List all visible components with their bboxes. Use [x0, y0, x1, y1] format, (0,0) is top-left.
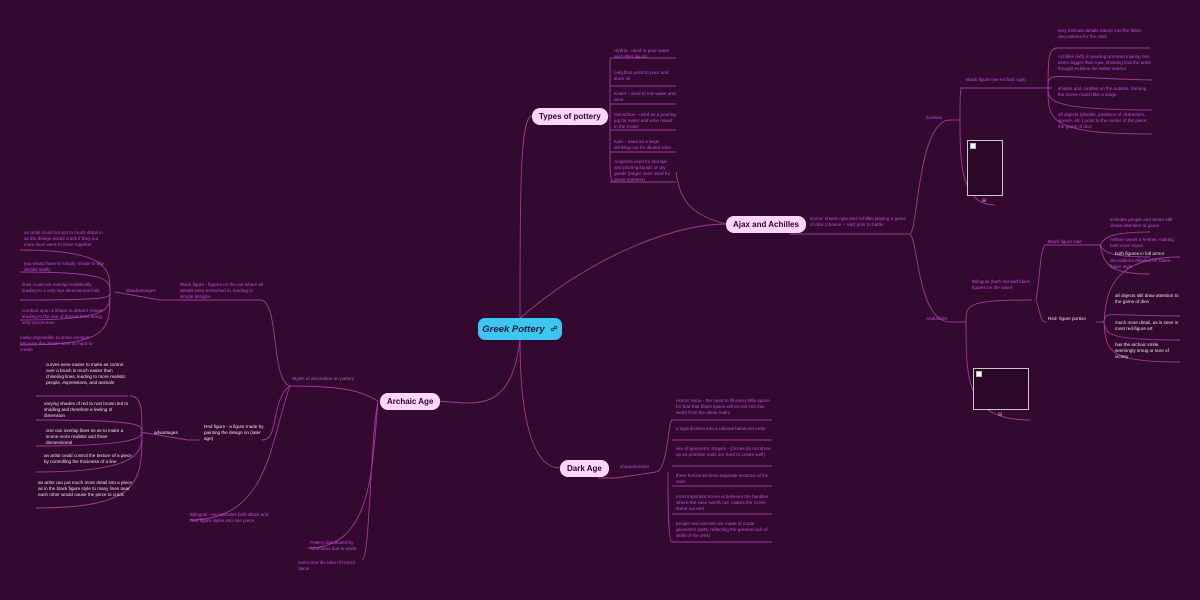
- disadvantage-item[interactable]: lines could not overlap realistically, l…: [22, 282, 100, 293]
- disadvantage-item[interactable]: you would have to simply, ornate in tiny…: [24, 261, 104, 272]
- black-side-item[interactable]: decorations detailed for black-figure st…: [1110, 258, 1172, 269]
- advantage-item[interactable]: an artist can put much more detail into …: [38, 480, 132, 497]
- dark-item[interactable]: three horizontal lines separate sections…: [676, 473, 769, 484]
- red-portion-item[interactable]: much more detail, as is seen in most red…: [1115, 320, 1179, 331]
- topic-ajax-and-achilles[interactable]: Ajax and Achilles: [726, 216, 806, 233]
- exekias-node[interactable]: Exekias: [926, 115, 943, 120]
- styles-of-decoration-node[interactable]: Styles of decoration on pottery: [292, 376, 355, 381]
- black-figure-item[interactable]: all objects (shields, positions of chara…: [1058, 112, 1148, 129]
- disadvantage-item[interactable]: combed upon a shape to detail it meant l…: [22, 308, 103, 325]
- bilingual-vase-node[interactable]: Bilingual (both red and black figures on…: [972, 279, 1030, 290]
- disadvantages-node[interactable]: disadvantages: [126, 288, 156, 293]
- type-item-oenochoe[interactable]: Oenochoe - used as a pouring jug for wat…: [614, 112, 676, 129]
- black-figure-item[interactable]: shields and candles on the outside, fram…: [1058, 86, 1147, 97]
- andokides-node[interactable]: Andokides: [926, 316, 948, 321]
- advantage-item[interactable]: one can overlap lines so as to make a sc…: [46, 428, 124, 445]
- red-figure-portion-node[interactable]: Red- figure portion: [1048, 316, 1087, 321]
- dark-characteristics-node[interactable]: characteristics: [620, 464, 650, 469]
- image-icon[interactable]: ⛁: [998, 412, 1003, 418]
- type-item-hydria[interactable]: Hydria - used to pour water and other li…: [614, 48, 670, 59]
- black-side-item[interactable]: includes people and armor still draws at…: [1110, 217, 1173, 228]
- disadvantage-item[interactable]: easily impossible to show emotion becaus…: [20, 335, 93, 352]
- red-figure-style-node[interactable]: Red figure - a figure made by painting t…: [204, 424, 264, 441]
- ajax-scene-description[interactable]: scene: shows Ajax and Achilles playing a…: [810, 216, 907, 227]
- red-portion-item[interactable]: all objects still draw attention to the …: [1115, 293, 1179, 304]
- black-figure-item[interactable]: very intricate details nature into the f…: [1058, 28, 1142, 39]
- advantages-node[interactable]: advantages: [154, 430, 178, 435]
- type-item-lekythos[interactable]: Lekythos used to pour and store oil: [614, 70, 669, 81]
- dark-item[interactable]: Horror Vacui - the need to fill every li…: [676, 398, 770, 415]
- advantage-item[interactable]: varying shades of red to rust brown led …: [44, 401, 129, 418]
- type-item-kylix[interactable]: Kylix - used as a large drinking cup for…: [614, 139, 671, 150]
- type-item-amphora[interactable]: Amphora used for storage and pouring liq…: [614, 159, 671, 182]
- dark-item[interactable]: most important scene is between the hand…: [676, 494, 769, 511]
- red-portion-item[interactable]: both figures in full armor: [1115, 251, 1165, 256]
- black-figure-style-node[interactable]: Black figure - figures on the pot where …: [180, 282, 264, 299]
- root-topic-greek-pottery[interactable]: Greek Pottery ☍: [478, 318, 562, 340]
- advantage-item[interactable]: an artist could control the texture of a…: [44, 453, 132, 464]
- advantage-item[interactable]: curves were easier to make as control ov…: [46, 362, 126, 385]
- dark-item[interactable]: use of geometric shapes - (circles do no…: [676, 446, 771, 457]
- topic-dark-age[interactable]: Dark Age: [560, 460, 609, 477]
- link-icon[interactable]: ☍: [550, 326, 558, 333]
- image-icon[interactable]: ⛁: [982, 198, 987, 204]
- dark-item[interactable]: people and animals are made of crude geo…: [676, 521, 768, 538]
- red-portion-item[interactable]: has the archaic smile, seemingly smug or…: [1115, 342, 1169, 359]
- black-figure-side-node[interactable]: Black figure side: [1048, 239, 1082, 244]
- topic-archaic-age[interactable]: Archaic Age: [380, 393, 441, 410]
- type-item-krater[interactable]: Krater - used to mix water and wine: [614, 91, 676, 102]
- topic-types-of-pottery[interactable]: Types of pottery: [532, 108, 608, 125]
- exekias-vase-image[interactable]: [967, 140, 1003, 196]
- disadvantage-item[interactable]: an artist could not put to much detail i…: [24, 230, 103, 247]
- dark-item[interactable]: a rigid division into a rational balance…: [676, 426, 766, 431]
- root-title: Greek Pottery: [482, 323, 545, 335]
- bilingual-style-node[interactable]: Bilingual - incorporates both Black and …: [190, 512, 269, 523]
- black-figure-item[interactable]: Achilles (left) is wearing armored makin…: [1058, 54, 1151, 71]
- overcome-horror-vacui-node[interactable]: overcome the idea of Horror Vacui: [298, 560, 356, 571]
- andokides-vase-image[interactable]: [973, 368, 1029, 410]
- black-side-item[interactable]: neither wears a helmet, making both even…: [1110, 237, 1174, 248]
- black-figure-age-node[interactable]: Black figure (we Archaic Age): [966, 77, 1026, 82]
- pottery-dominated-node[interactable]: Pottery dominated by Athenians due to tr…: [310, 540, 357, 551]
